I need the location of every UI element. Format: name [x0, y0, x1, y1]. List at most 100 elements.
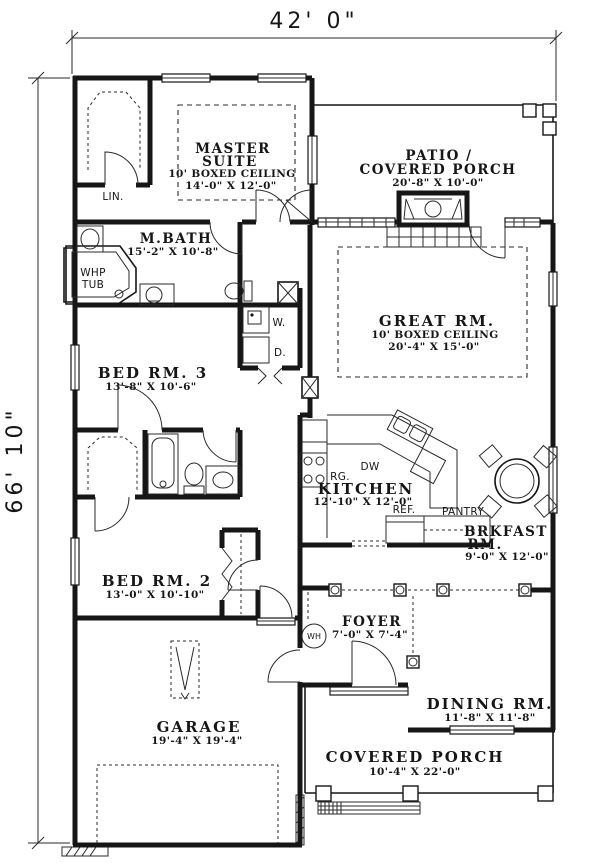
window [70, 537, 80, 586]
pantry-closet [423, 515, 491, 544]
refrigerator-label: REF. [393, 504, 416, 516]
master-suite-label: MASTER [195, 141, 271, 157]
breakfast-table [478, 444, 558, 519]
porch-column [402, 785, 419, 802]
walkin-closet-shelving [87, 91, 141, 170]
kitchen-sink [386, 409, 434, 449]
covered-porch-label: COVERED PORCH [326, 748, 505, 766]
dishwasher-label: DW [360, 461, 379, 473]
svg-text:11'-8" X 11'-8": 11'-8" X 11'-8" [444, 712, 535, 724]
toilet [183, 462, 205, 495]
svg-text:13'-8" X 10'-6": 13'-8" X 10'-6" [105, 381, 196, 393]
toilet [224, 280, 253, 302]
patio-column [522, 103, 537, 118]
hall-foyer-door [259, 585, 293, 619]
kitchen-label: KITCHEN [318, 480, 414, 498]
window [307, 135, 318, 185]
garage-label: GARAGE [157, 718, 242, 736]
kitchen-counters [299, 409, 491, 547]
laundry-bifold-door [257, 367, 283, 385]
dining-label: DINING RM. [427, 695, 554, 713]
attic-access [170, 640, 200, 700]
fixtures [63, 91, 558, 843]
dishwasher-box [409, 447, 447, 485]
bedroom2-label: BED RM. 2 [102, 572, 212, 590]
window [70, 344, 80, 391]
svg-text:10'-4" X 22'-0": 10'-4" X 22'-0" [369, 766, 460, 778]
window [548, 271, 558, 307]
windows [70, 73, 558, 735]
foyer-columns [328, 583, 532, 669]
fixture-labels: LIN. WHP TUB W. D. RG. DW REF. PANTRY WH [80, 191, 484, 641]
bedroom3-label: BED RM. 3 [98, 364, 208, 382]
porch-column [537, 785, 554, 802]
svg-text:20'-8" X 10'-0": 20'-8" X 10'-0" [392, 177, 483, 189]
window [161, 73, 211, 83]
closet-shelving [87, 436, 138, 490]
master-patio-door [279, 189, 313, 223]
chase [277, 281, 299, 305]
dimension-annotations: 42' 0" 66' 10" [3, 9, 563, 850]
foyer-label: FOYER [342, 614, 402, 630]
linen-label: LIN. [102, 191, 123, 203]
svg-text:7'-0" X 7'-4": 7'-0" X 7'-4" [332, 629, 408, 641]
svg-text:14'-0" X 12'-0": 14'-0" X 12'-0" [185, 180, 276, 192]
svg-text:RM.: RM. [467, 537, 502, 553]
bathtub [147, 433, 179, 495]
washer [242, 306, 270, 334]
doors [94, 151, 506, 686]
pantry-label: PANTRY [442, 506, 484, 518]
svg-text:12'-10" X 12'-0": 12'-10" X 12'-0" [313, 496, 412, 508]
master-bath-door [209, 221, 243, 255]
chase [301, 376, 319, 399]
front-door [351, 640, 397, 686]
open-area-outlines [61, 103, 557, 857]
svg-text:20'-4" X 15'-0": 20'-4" X 15'-0" [388, 341, 479, 353]
refrigerator [385, 515, 425, 544]
porch-steps [317, 801, 421, 815]
washer-label: W. [272, 317, 285, 329]
room-labels: MASTER SUITE 10' BOXED CEILING 14'-0" X … [98, 141, 554, 778]
window [449, 725, 515, 735]
patio-column [542, 103, 557, 118]
vanity-sink [76, 225, 104, 253]
svg-text:19'-4" X 19'-4": 19'-4" X 19'-4" [151, 735, 242, 747]
window [317, 217, 396, 228]
range [299, 452, 328, 488]
entry-sill [329, 686, 409, 696]
patio-label: PATIO / [405, 148, 472, 164]
whirlpool-tub [65, 245, 137, 305]
range-label: RG. [330, 471, 350, 483]
hall-threshold [256, 617, 296, 626]
bed2-closet-door [94, 496, 130, 532]
water-heater-label: WH [307, 632, 321, 641]
window [504, 217, 541, 228]
garage-door-opening [96, 764, 279, 843]
patio-column [542, 121, 557, 136]
vanity-sink [139, 283, 175, 306]
tub-bay [63, 247, 75, 303]
svg-text:13'-0" X 10'-10": 13'-0" X 10'-10" [105, 589, 204, 601]
whirlpool-label: WHP [80, 267, 106, 279]
svg-text:COVERED PORCH: COVERED PORCH [359, 162, 516, 178]
great-room-label: GREAT RM. [379, 312, 495, 330]
svg-text:15'-2" X 10'-8": 15'-2" X 10'-8" [127, 246, 218, 258]
overall-width-dimension: 42' 0" [269, 9, 358, 34]
svg-text:9'-0" X 12'-0": 9'-0" X 12'-0" [465, 551, 549, 563]
svg-text:10' BOXED CEILING: 10' BOXED CEILING [371, 329, 498, 341]
vanity-sink [205, 465, 241, 495]
dryer [242, 336, 270, 364]
svg-text:10' BOXED CEILING: 10' BOXED CEILING [168, 168, 295, 180]
master-bath-label: M.BATH [140, 231, 213, 247]
closet-door [104, 151, 139, 186]
master-boxed-ceiling [177, 104, 296, 201]
bifold-closet-door [221, 547, 233, 601]
bath2-door [202, 429, 237, 463]
breakfast-label: BRKFAST [464, 524, 548, 540]
overall-depth-dimension: 66' 10" [3, 406, 28, 513]
bedroom2-door [227, 559, 259, 591]
bedroom3-door [117, 384, 163, 431]
window [257, 73, 307, 83]
fireplace [386, 190, 482, 248]
